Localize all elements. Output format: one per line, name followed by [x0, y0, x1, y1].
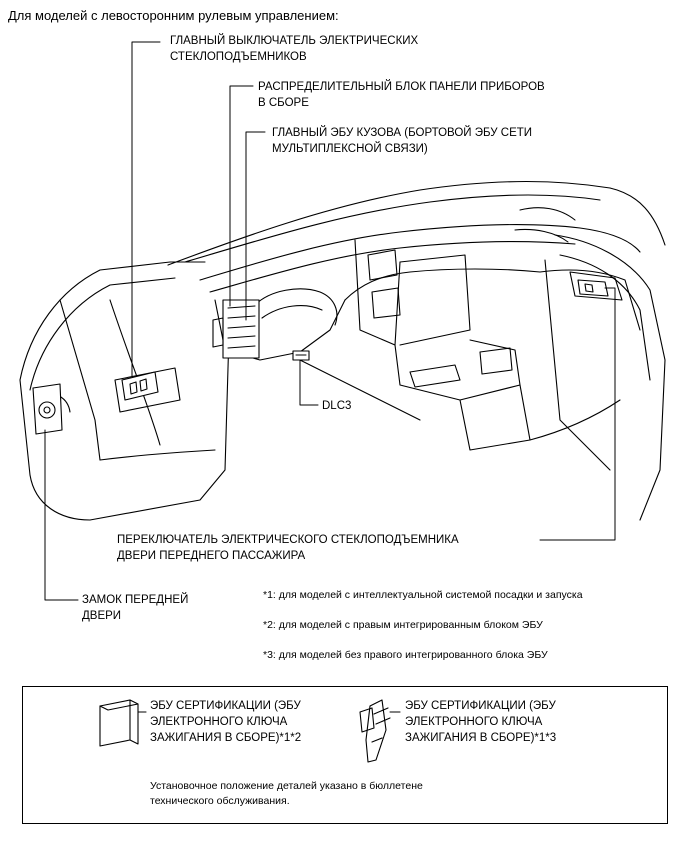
label-power-window-master-switch: ГЛАВНЫЙ ВЫКЛЮЧАТЕЛЬ ЭЛЕКТРИЧЕСКИХ СТЕКЛО…	[170, 35, 419, 63]
ecu-cert-box-icon	[99, 699, 147, 747]
power-window-master-switch-icon	[121, 371, 159, 401]
legend-footnote: Установочное положение деталей указано в…	[150, 780, 423, 807]
ecu-cert-bracket-icon	[359, 699, 401, 763]
footnote-2: *2: для моделей с правым интегрированным…	[263, 619, 543, 631]
legend-ecu-cert-1: ЭБУ СЕРТИФИКАЦИИ (ЭБУ ЭЛЕКТРОННОГО КЛЮЧА…	[150, 700, 302, 744]
label-passenger-window-switch: ПЕРЕКЛЮЧАТЕЛЬ ЭЛЕКТРИЧЕСКОГО СТЕКЛОПОДЪЕ…	[117, 534, 459, 562]
label-instrument-panel-junction-block: РАСПРЕДЕЛИТЕЛЬНЫЙ БЛОК ПАНЕЛИ ПРИБОРОВ В…	[258, 81, 545, 109]
front-door-lock-icon	[32, 383, 63, 435]
legend-ecu-cert-2: ЭБУ СЕРТИФИКАЦИИ (ЭБУ ЭЛЕКТРОННОГО КЛЮЧА…	[405, 700, 557, 744]
leader-lines	[44, 41, 616, 601]
dlc3-connector-icon	[292, 350, 310, 361]
diagram-header: Для моделей с левосторонним рулевым упра…	[8, 8, 339, 23]
dashboard-outline	[167, 180, 666, 451]
label-front-door-lock: ЗАМОК ПЕРЕДНЕЙ ДВЕРИ	[82, 594, 189, 622]
label-main-body-ecu: ГЛАВНЫЙ ЭБУ КУЗОВА (БОРТОВОЙ ЭБУ СЕТИ МУ…	[272, 127, 533, 155]
passenger-door-outline	[544, 234, 666, 521]
instrument-junction-block-icon	[212, 299, 260, 359]
passenger-window-switch-icon	[577, 279, 609, 297]
footnote-3: *3: для моделей без правого интегрирован…	[263, 649, 548, 661]
legend-box	[22, 686, 668, 824]
label-dlc3: DLC3	[322, 400, 352, 412]
footnote-1: *1: для моделей с интеллектуальной систе…	[263, 589, 583, 601]
